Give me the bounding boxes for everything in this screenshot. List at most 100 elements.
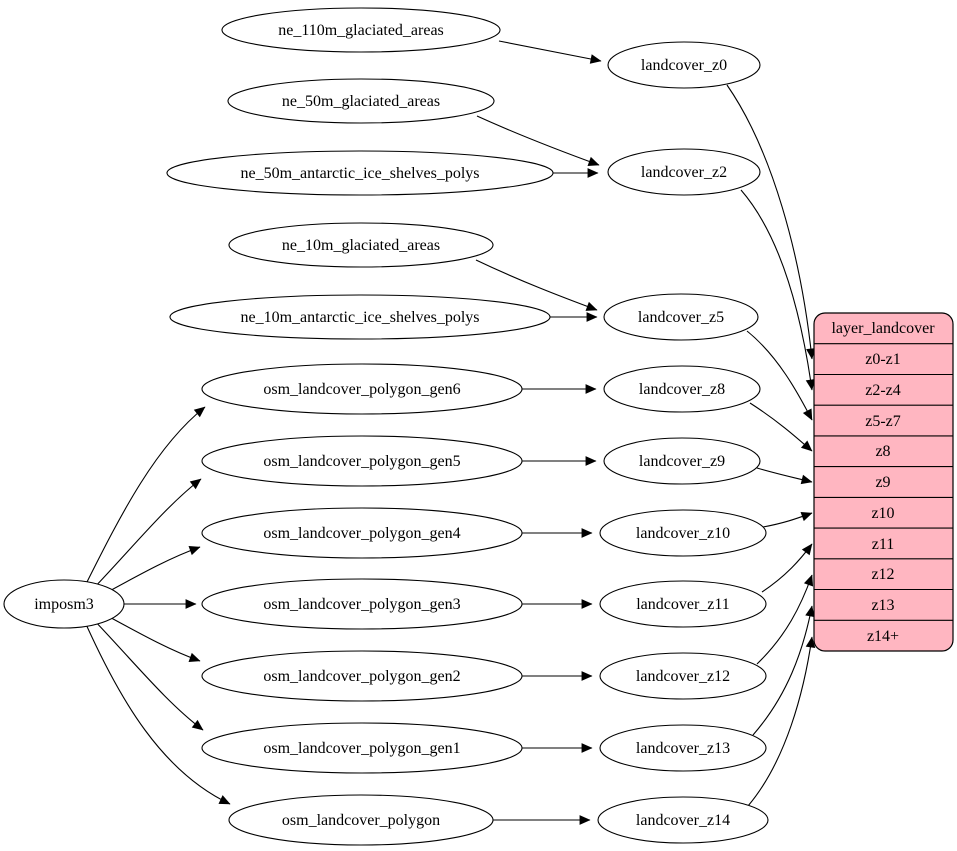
node-shape [597, 796, 769, 844]
node-shape [201, 435, 523, 487]
table-row-label: z12 [871, 566, 894, 583]
edge-z12-row [756, 574, 814, 665]
node-shape [201, 650, 523, 702]
node-shape [599, 724, 767, 772]
node-imposm3-label: imposm3 [34, 596, 94, 613]
node-osm-landcover-polygon-gen1: osm_landcover_polygon_gen1 [201, 722, 523, 774]
node-label: landcover_z10 [636, 525, 730, 542]
table-row-label: z10 [871, 505, 894, 522]
node-shape [201, 578, 523, 630]
edge-z14-row [747, 636, 816, 807]
node-label: ne_110m_glaciated_areas [278, 22, 444, 39]
node-landcover-z5: landcover_z5 [603, 293, 759, 341]
node-osm-landcover-polygon-gen4: osm_landcover_polygon_gen4 [201, 507, 523, 559]
edge-imposm3-gen2 [103, 613, 201, 663]
edge-z0-row [726, 84, 816, 360]
node-shape [169, 294, 551, 340]
edge-z13-row [752, 605, 815, 736]
node-label: landcover_z14 [636, 812, 730, 829]
table-outline [813, 312, 954, 652]
node-ne-50m-glaciated-areas: ne_50m_glaciated_areas [227, 78, 495, 124]
node-shape [603, 365, 761, 413]
node-label: landcover_z5 [638, 309, 724, 326]
edge-ne10m-glaciated-z5 [475, 259, 598, 311]
node-label: landcover_z13 [636, 740, 730, 757]
node-imposm3-shape [3, 579, 125, 629]
table-row-label: z9 [875, 474, 890, 491]
node-landcover-z10: landcover_z10 [599, 509, 767, 557]
table-row-label: z0-z1 [865, 351, 901, 368]
intermediate-nodes: landcover_z0 landcover_z2 landcover_z5 l… [597, 41, 769, 844]
node-label: osm_landcover_polygon [282, 812, 440, 829]
node-label: osm_landcover_polygon_gen4 [263, 525, 460, 542]
node-shape [607, 41, 761, 89]
node-ne-10m-glaciated-areas: ne_10m_glaciated_areas [228, 222, 494, 268]
node-shape [607, 148, 761, 196]
node-shape [201, 363, 523, 415]
node-shape [221, 7, 501, 53]
node-landcover-z12: landcover_z12 [599, 652, 767, 700]
node-shape [228, 794, 494, 846]
node-landcover-z2: landcover_z2 [607, 148, 761, 196]
node-shape [201, 507, 523, 559]
edges [84, 40, 816, 825]
node-shape [228, 222, 494, 268]
node-ne-50m-antarctic-ice-shelves-polys: ne_50m_antarctic_ice_shelves_polys [166, 150, 554, 196]
node-osm-landcover-polygon-gen6: osm_landcover_polygon_gen6 [201, 363, 523, 415]
table-row-label: z13 [871, 597, 894, 614]
node-label: landcover_z9 [639, 453, 725, 470]
node-shape [603, 293, 759, 341]
node-label: osm_landcover_polygon_gen1 [263, 740, 460, 757]
node-shape [201, 722, 523, 774]
table-row-label: z2-z4 [865, 382, 901, 399]
edge-ne110m-z0 [498, 40, 602, 64]
node-label: osm_landcover_polygon_gen3 [263, 596, 460, 613]
edge-imposm3-gen5 [91, 478, 202, 591]
table-title: layer_landcover [831, 320, 935, 337]
node-landcover-z14: landcover_z14 [597, 796, 769, 844]
node-label: landcover_z12 [636, 668, 730, 685]
node-shape [166, 150, 554, 196]
edge-z10-row [762, 511, 813, 528]
node-landcover-z11: landcover_z11 [599, 580, 767, 628]
node-label: landcover_z11 [636, 596, 730, 613]
node-landcover-z8: landcover_z8 [603, 365, 761, 413]
node-shape [599, 652, 767, 700]
node-shape [227, 78, 495, 124]
node-label: osm_landcover_polygon_gen5 [263, 453, 460, 470]
node-label: osm_landcover_polygon_gen6 [263, 381, 460, 398]
edge-z8-row [749, 402, 813, 452]
edge-z9-row [756, 467, 813, 485]
edge-z5-row [746, 330, 813, 421]
node-label: ne_50m_glaciated_areas [282, 93, 440, 110]
node-ne-10m-antarctic-ice-shelves-polys: ne_10m_antarctic_ice_shelves_polys [169, 294, 551, 340]
node-label: ne_50m_antarctic_ice_shelves_polys [240, 165, 479, 182]
node-osm-landcover-polygon: osm_landcover_polygon [228, 794, 494, 846]
table-row-label: z8 [875, 443, 890, 460]
node-landcover-z9: landcover_z9 [603, 437, 761, 485]
node-osm-landcover-polygon-gen2: osm_landcover_polygon_gen2 [201, 650, 523, 702]
edge-z11-row [761, 543, 813, 593]
node-label: landcover_z0 [641, 57, 727, 74]
node-shape [599, 580, 767, 628]
node-imposm3: imposm3 [3, 579, 125, 629]
node-label: osm_landcover_polygon_gen2 [263, 668, 460, 685]
node-osm-landcover-polygon-gen3: osm_landcover_polygon_gen3 [201, 578, 523, 630]
table-row-label: z5-z7 [865, 413, 901, 430]
node-label: landcover_z2 [641, 164, 727, 181]
source-nodes: ne_110m_glaciated_areas ne_50m_glaciated… [166, 7, 554, 846]
table-row-label: z14+ [867, 628, 899, 645]
node-label: landcover_z8 [639, 381, 725, 398]
edge-z2-row [740, 189, 816, 391]
edge-imposm3-gen4 [103, 545, 201, 595]
node-shape [603, 437, 761, 485]
edge-imposm3-gen6 [84, 406, 206, 587]
node-label: ne_10m_glaciated_areas [282, 237, 440, 254]
node-shape [599, 509, 767, 557]
node-landcover-z13: landcover_z13 [599, 724, 767, 772]
node-landcover-z0: landcover_z0 [607, 41, 761, 89]
edge-imposm3-polygon [84, 621, 231, 805]
node-ne-110m-glaciated-areas: ne_110m_glaciated_areas [221, 7, 501, 53]
node-osm-landcover-polygon-gen5: osm_landcover_polygon_gen5 [201, 435, 523, 487]
